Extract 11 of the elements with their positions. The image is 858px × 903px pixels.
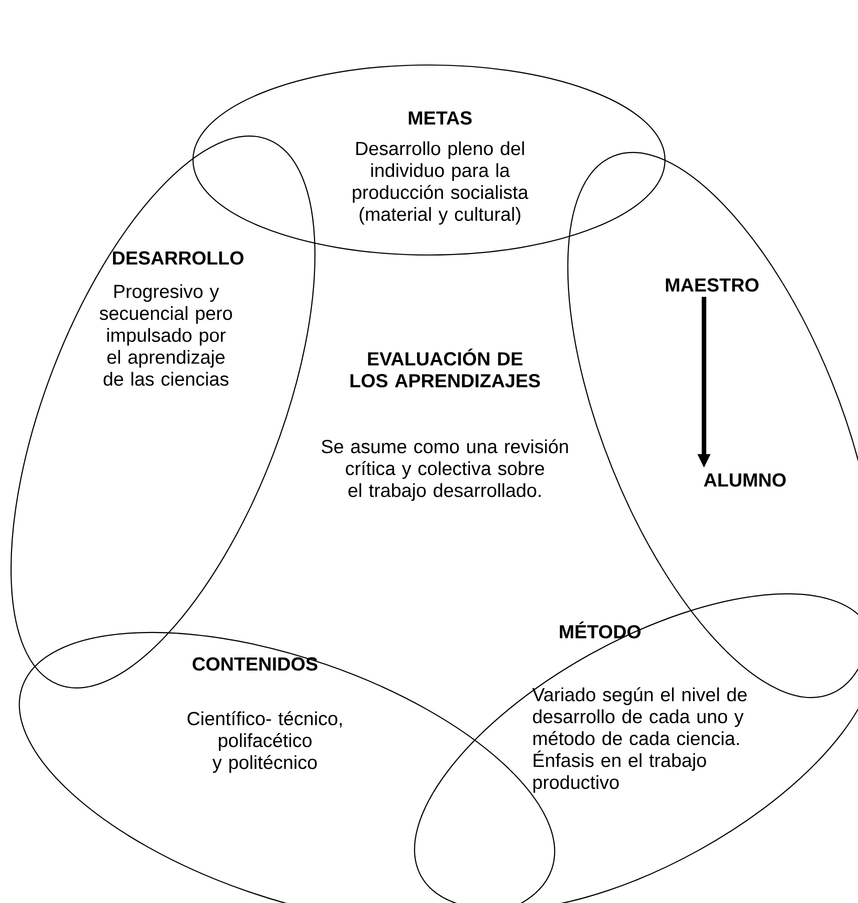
body-text: Variado según el nivel de desarrollo de cada uno y método de cada ciencia. Énfasis en el trabajo productivo <box>532 687 747 793</box>
node-label: ALUMNO <box>704 473 786 487</box>
node-label: MAESTRO <box>666 278 758 292</box>
body-text: Científico- técnico, polifacético y politécnico <box>188 711 342 773</box>
body-text: Desarrollo pleno del individuo para la producción socialista (material y cultural) <box>352 141 528 225</box>
heading: DESARROLLO <box>113 251 244 265</box>
heading: METAS <box>408 111 472 125</box>
heading: MÉTODO <box>560 622 641 638</box>
body-text: Progresivo y secuencial pero impulsado por el aprendizaje de las ciencias <box>100 284 232 386</box>
title: EVALUACIÓN DE LOS APRENDIZAJES <box>350 348 540 388</box>
heading: CONTENIDOS <box>192 657 318 671</box>
